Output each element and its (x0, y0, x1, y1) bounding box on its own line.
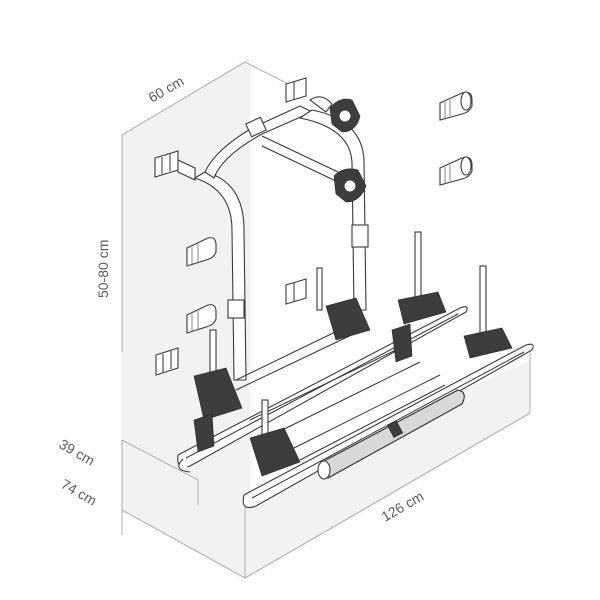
frame-right-tube (298, 109, 369, 311)
wall-bracket-lower (155, 347, 179, 376)
dimension-height-label: 50-80 cm (95, 240, 111, 298)
wheel-post (193, 329, 243, 421)
clamp-icon (439, 91, 473, 121)
wheel-post (249, 399, 301, 477)
dimension-offset-lower-label: 74 cm (59, 476, 100, 509)
wheel-post (463, 265, 513, 359)
wall-bracket-mid (285, 278, 307, 305)
rail-buckle (193, 323, 413, 453)
light-bar (317, 389, 465, 480)
clamp-icon (439, 156, 473, 186)
bike-holder-arm-upper (309, 96, 361, 133)
rail-crossbars (235, 319, 446, 461)
clamp-icon (186, 237, 217, 267)
frame-left-tube (193, 171, 247, 381)
wheel-post (316, 267, 371, 341)
dimension-box (121, 60, 531, 580)
bike-holder-arm-lower (333, 168, 367, 203)
wall-bracket-top-right (285, 77, 307, 103)
wall-bracket-upper (154, 150, 196, 181)
clamp-icon (186, 304, 217, 334)
dimension-offset-upper-label: 39 cm (57, 436, 98, 469)
wheel-post (397, 231, 447, 325)
